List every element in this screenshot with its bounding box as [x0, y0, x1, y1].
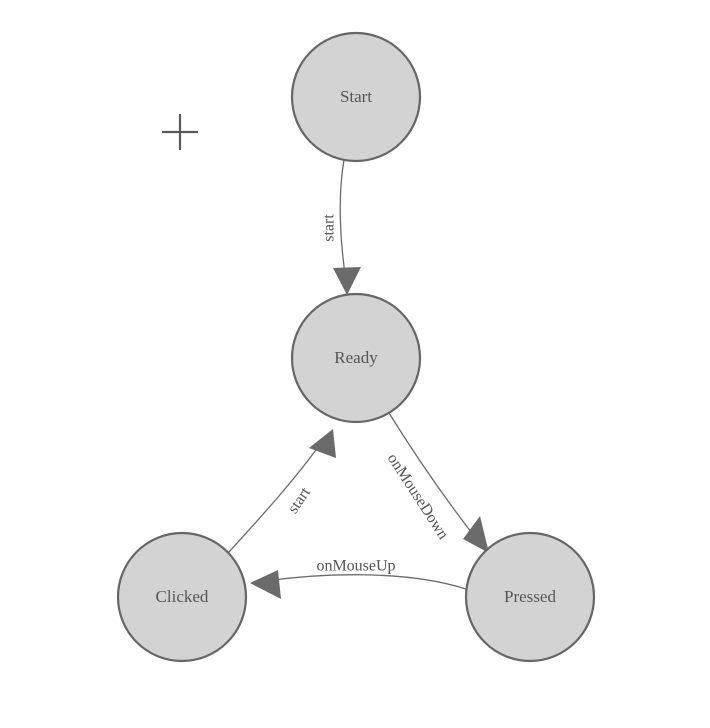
edge-ready-to-pressed-path [388, 412, 479, 542]
node-clicked[interactable]: Clicked [116, 531, 248, 663]
node-ready-circle [290, 292, 422, 424]
edge-label-pressed-to-clicked: onMouseUp [316, 558, 395, 575]
node-ready-label: Ready [334, 348, 378, 367]
edge-label-clicked-to-ready: start [285, 484, 315, 517]
node-start[interactable]: Start [290, 31, 422, 163]
edge-ready-to-pressed-arrowhead [463, 516, 489, 553]
edge-pressed-to-clicked[interactable]: onMouseUp [250, 558, 467, 599]
node-pressed[interactable]: Pressed [464, 531, 596, 663]
edge-clicked-to-ready-path [227, 442, 322, 554]
node-start-label: Start [340, 87, 372, 106]
node-clicked-label: Clicked [156, 587, 209, 606]
edge-clicked-to-ready[interactable]: start [227, 429, 336, 554]
edge-start-to-ready[interactable]: start [321, 159, 361, 295]
node-pressed-label: Pressed [504, 587, 556, 606]
edge-label-ready-to-pressed: onMouseDown [384, 451, 452, 543]
edge-label-start-to-ready: start [321, 214, 338, 242]
node-pressed-circle [464, 531, 596, 663]
crosshair-marker [162, 114, 198, 150]
edge-clicked-to-ready-arrowhead [309, 429, 336, 458]
edge-start-to-ready-path [339, 159, 347, 282]
node-ready[interactable]: Ready [290, 292, 422, 424]
node-clicked-circle [116, 531, 248, 663]
edge-ready-to-pressed[interactable]: onMouseDown [384, 412, 489, 553]
edge-pressed-to-clicked-arrowhead [250, 570, 281, 599]
edge-pressed-to-clicked-path [265, 574, 467, 590]
edge-start-to-ready-arrowhead [333, 267, 361, 295]
node-start-circle [290, 31, 422, 163]
